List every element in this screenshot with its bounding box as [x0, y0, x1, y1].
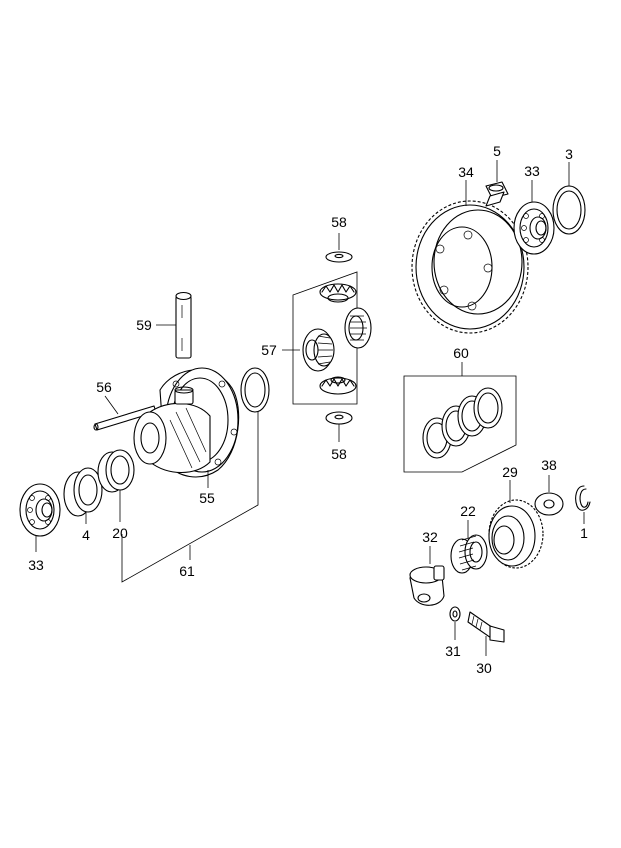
- pinion-gear-bottom: [319, 376, 357, 395]
- callout-38: 38: [541, 457, 557, 473]
- drive-gear-32: [409, 565, 445, 606]
- bearing-33-left: [19, 483, 61, 537]
- callout-58-bottom: 58: [331, 446, 347, 462]
- callout-22: 22: [460, 503, 476, 519]
- gear-29: [488, 499, 544, 569]
- bushing-4: [63, 467, 103, 517]
- bracket-61: [121, 408, 259, 583]
- bolt-30: [467, 611, 505, 643]
- callout-58-top: 58: [331, 214, 347, 230]
- callout-33-right: 33: [524, 163, 540, 179]
- callout-1: 1: [580, 525, 588, 541]
- callout-59: 59: [136, 317, 152, 333]
- callout-56: 56: [96, 379, 112, 395]
- ring-gear-34: [411, 200, 529, 334]
- diff-case-55: [133, 367, 240, 478]
- callout-3: 3: [565, 146, 573, 162]
- shim-3: [552, 185, 586, 235]
- side-gear-left: [302, 328, 335, 372]
- pinion-gear-top: [319, 283, 357, 303]
- callout-29: 29: [502, 464, 518, 480]
- washer-58-top: [325, 251, 353, 263]
- callout-34: 34: [458, 164, 474, 180]
- needle-bearing-22: [450, 534, 488, 574]
- washer-31: [449, 606, 461, 622]
- callout-57: 57: [261, 342, 277, 358]
- bearing-33-right: [513, 201, 555, 255]
- callout-5: 5: [493, 143, 501, 159]
- spring-set-60: [422, 387, 503, 459]
- washer-58-bottom: [325, 411, 353, 425]
- callout-20: 20: [112, 525, 128, 541]
- callout-30: 30: [476, 660, 492, 676]
- callout-4: 4: [82, 527, 90, 543]
- callout-33-left: 33: [28, 557, 44, 573]
- group-box-57: [292, 271, 358, 405]
- callout-61: 61: [179, 563, 195, 579]
- ring-20: [97, 449, 135, 493]
- callout-60: 60: [453, 345, 469, 361]
- leader-56: [104, 395, 119, 415]
- side-gear-right: [344, 307, 372, 349]
- snap-ring-1: [575, 485, 591, 511]
- shaft-59: [175, 291, 192, 359]
- washer-38: [534, 492, 564, 516]
- callout-31: 31: [445, 643, 461, 659]
- callout-32: 32: [422, 529, 438, 545]
- bolt-5: [485, 181, 509, 207]
- thrust-ring-61: [240, 367, 270, 413]
- callout-55: 55: [199, 490, 215, 506]
